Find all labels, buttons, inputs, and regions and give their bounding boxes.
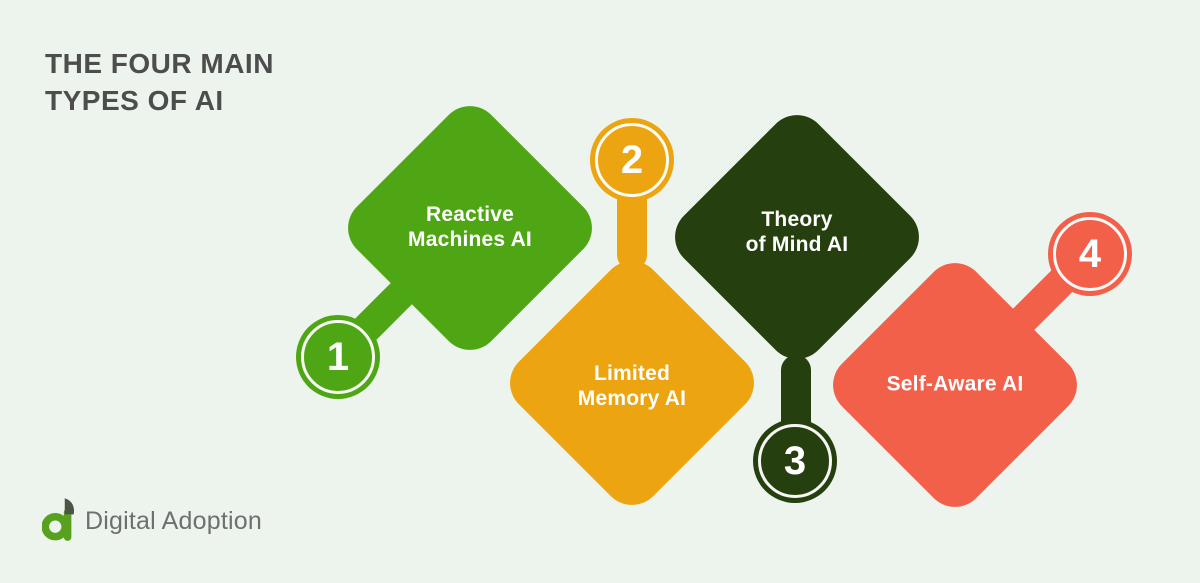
page-title: THE FOUR MAIN TYPES OF AI xyxy=(45,48,274,116)
type-3-label: Theory of Mind AI xyxy=(745,208,849,256)
type-2-number-badge: 2 xyxy=(590,118,674,202)
brand-name: Digital Adoption xyxy=(85,506,262,535)
type-1-label: Reactive Machines AI xyxy=(408,203,532,251)
type-2-number: 2 xyxy=(620,138,644,182)
type-4-number-badge: 4 xyxy=(1048,212,1132,296)
type-4-label: Self-Aware AI xyxy=(886,372,1024,396)
type-4-number: 4 xyxy=(1078,232,1102,276)
type-1-number-badge: 1 xyxy=(296,315,380,399)
type-1-number: 1 xyxy=(326,335,350,379)
type-3-number-badge: 3 xyxy=(753,419,837,503)
type-3-number: 3 xyxy=(783,439,807,483)
digital-adoption-logo-icon xyxy=(42,498,75,541)
type-2-label: Limited Memory AI xyxy=(577,362,687,410)
brand-footer: Digital Adoption xyxy=(42,497,262,545)
